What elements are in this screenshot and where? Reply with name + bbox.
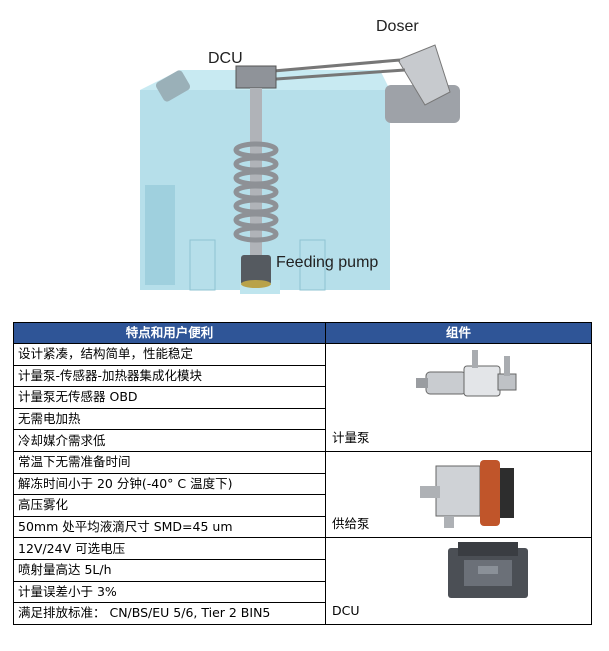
pump-filter: [241, 280, 271, 288]
hose-1: [261, 58, 401, 74]
component-cell-dcu: DCU: [325, 537, 592, 625]
feature-cell: 解冻时间小于 20 分钟(-40° C 温度下): [13, 472, 326, 496]
table-row: 解冻时间小于 20 分钟(-40° C 温度下): [13, 472, 592, 496]
supply-pump-image: [420, 459, 514, 528]
feature-cell: 计量误差小于 3%: [13, 580, 326, 604]
tank-panel: [189, 239, 216, 291]
feature-cell: 满足排放标准： CN/BS/EU 5/6, Tier 2 BIN5: [13, 602, 326, 625]
component-cell-metering-pump: 计量泵: [325, 343, 592, 452]
table-row: 满足排放标准： CN/BS/EU 5/6, Tier 2 BIN5: [13, 602, 592, 625]
component-name: DCU: [332, 602, 360, 618]
feature-cell: 计量泵-传感器-加热器集成化模块: [13, 364, 326, 388]
tank-panel-2: [299, 239, 326, 291]
scr-system-illustration: [140, 44, 460, 294]
table-row: 50mm 处平均液滴尺寸 SMD=45 um: [13, 515, 592, 539]
component-name: 供给泵: [332, 516, 370, 532]
feature-cell: 冷却媒介需求低: [13, 429, 326, 452]
table-row: 喷射量高达 5L/h: [13, 558, 592, 582]
table-row: 常温下无需准备时间 供给泵: [13, 450, 592, 539]
feature-cell: 无需电加热: [13, 407, 326, 431]
feeding-pump-label: Feeding pump: [276, 254, 379, 271]
doser-label: Doser: [376, 18, 419, 35]
doser-body: [397, 44, 451, 106]
header-components: 组件: [325, 322, 592, 344]
component-cell-supply-pump: 供给泵: [325, 450, 592, 539]
table-row: 12V/24V 可选电压 DCU: [13, 537, 592, 625]
feature-component-table: 特点和用户便利 组件 设计紧凑，结构简单，性能稳定 计量泵 计量泵-传感器-加热…: [13, 322, 592, 625]
heater-coil: [233, 141, 279, 243]
feature-cell: 设计紧凑，结构简单，性能稳定: [13, 343, 326, 366]
component-name: 计量泵: [332, 429, 370, 445]
feature-cell: 12V/24V 可选电压: [13, 537, 326, 560]
tank-shade: [145, 185, 175, 285]
feature-cell: 喷射量高达 5L/h: [13, 558, 326, 582]
feature-cell: 计量泵无传感器 OBD: [13, 386, 326, 409]
feature-cell: 常温下无需准备时间: [13, 450, 326, 474]
table-row: 计量误差小于 3%: [13, 580, 592, 604]
feature-cell: 高压雾化: [13, 494, 326, 517]
metering-pump-image: [416, 350, 517, 397]
dcu-label: DCU: [208, 50, 243, 67]
table-row: 计量泵无传感器 OBD: [13, 386, 592, 409]
header-features: 特点和用户便利: [13, 322, 326, 344]
table-row: 设计紧凑，结构简单，性能稳定 计量泵: [13, 343, 592, 452]
table-header-row: 特点和用户便利 组件: [13, 322, 592, 344]
feeding-pump-body: [241, 255, 271, 285]
hose-2: [261, 68, 406, 82]
dcu-head: [235, 65, 277, 89]
system-diagram: Doser DCU Feeding pump: [0, 0, 609, 310]
dcu-unit-image: [448, 542, 528, 599]
filler-cap: [155, 70, 191, 102]
feature-cell: 50mm 处平均液滴尺寸 SMD=45 um: [13, 515, 326, 539]
